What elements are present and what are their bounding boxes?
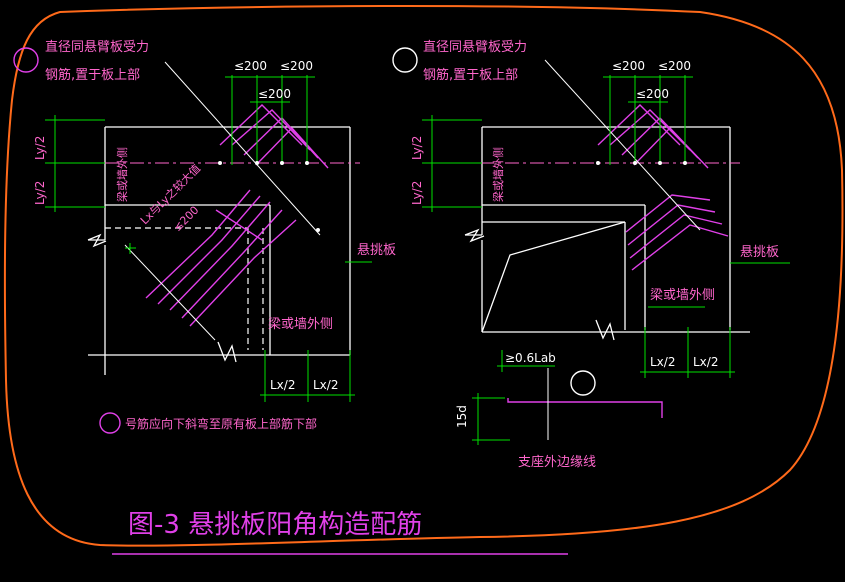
beam-wall-bottom-left: 梁或墙外侧 [268,317,333,332]
lx2-d: Lx/2 [693,355,718,369]
ly2-d: Ly/2 [410,181,424,205]
right-drawing [392,47,790,445]
dim-le200-d: ≤200 [612,59,645,73]
ly2-c: Ly/2 [410,136,424,160]
lx2-a: Lx/2 [270,378,295,392]
dim-le200-f: ≤200 [636,87,669,101]
beam-wall-left: 梁或墙外侧 [115,147,129,202]
ly2-b: Ly/2 [33,181,47,205]
note1-line1: 直径同悬臂板受力 [45,40,149,55]
dim-le200-a: ≤200 [234,59,267,73]
beam-wall-right-vertical: 梁或墙外侧 [491,147,505,202]
beam-wall-right: 梁或墙外侧 [650,288,715,303]
note1-line2: 钢筋,置于板上部 [45,67,140,83]
dim-le200-c: ≤200 [258,87,291,101]
dim-06lab: ≥0.6Lab [505,351,556,365]
le200-diag: ≤200 [171,204,202,235]
cantilever-left: 悬挑板 [357,243,396,258]
figure-title: 图-3 悬挑板阳角构造配筋 [128,510,422,540]
dim-le200-b: ≤200 [280,59,313,73]
left-drawing [13,47,372,434]
lx2-b: Lx/2 [313,378,338,392]
ly2-a: Ly/2 [33,136,47,160]
note2-line1: 直径同悬臂板受力 [423,40,527,55]
support-edge: 支座外边缘线 [518,455,596,470]
dim-15d: 15d [455,405,469,428]
lx2-c: Lx/2 [650,355,675,369]
note2-line2: 钢筋,置于板上部 [423,67,518,83]
orange-outline [3,4,844,547]
dim-le200-e: ≤200 [658,59,691,73]
cantilever-right: 悬挑板 [740,245,779,260]
bend-note: 号筋应向下斜弯至原有板上部筋下部 [125,416,317,431]
